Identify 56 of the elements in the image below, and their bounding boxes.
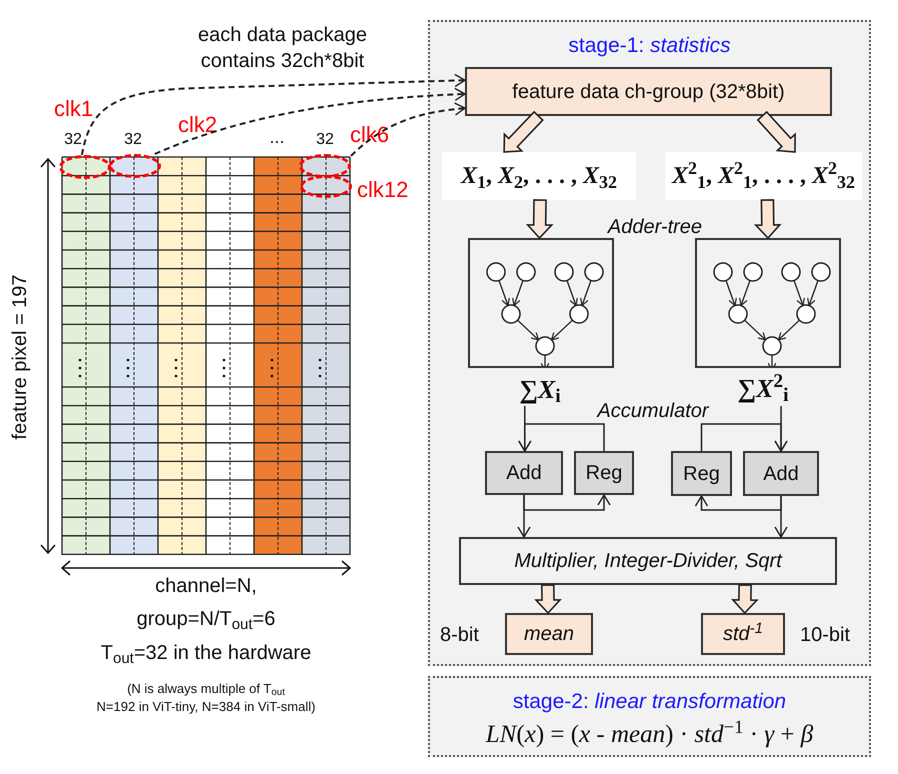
adder-tree-box [695,238,841,368]
arrow [523,494,611,511]
clock-label: clk12 [357,176,408,204]
arrow [518,406,532,452]
adder-block: Add [743,451,819,496]
dashed-arrow [80,74,466,156]
arrow [517,495,531,538]
dimension-label: group=N/T$_{out}$=6 [136,607,276,634]
ellipsis: ... [268,126,286,149]
register-block: Reg [574,451,634,495]
dimension-label: feature pixel = 197 [8,273,32,442]
channel-count: 32 [63,130,83,150]
block-arrow [526,199,554,240]
dashed-ellipse [109,154,161,178]
block-arrow [756,110,796,153]
arrow [694,495,782,511]
input-box: feature data ch-group (32*8bit) [465,67,832,116]
note-text: (N is always multiple of T$_{out}$ [126,680,286,698]
note-text: N=192 in ViT-tiny, N=384 in ViT-small) [96,698,316,716]
arrow [774,496,788,538]
dashed-arrow [350,102,466,157]
sum-formula: ∑X$_{i}$ [500,372,580,406]
formula-box: X$_{1}$, X$_{2}$, . . . , X$_{32}$ [442,152,636,200]
channel-count: 32 [315,130,335,150]
dashed-ellipse [59,155,111,179]
block-arrow [503,110,544,153]
dimension-label: channel=N, [154,574,258,599]
stage-title: stage-2: linear transformation [512,689,786,715]
compute-block: Multiplier, Integer-Divider, Sqrt [459,537,837,585]
clock-label: clk1 [54,95,94,123]
equation: LN(x) = (x - mean) · std$^{−1}$ · γ + β [486,716,814,750]
dashed-ellipse [299,154,351,178]
dashed-arrow [154,88,466,155]
block-arrow [754,199,782,240]
output-box: std$^{-1}$ [701,613,785,655]
channel-count: 32 [123,130,143,150]
adder-tree-box [468,238,614,368]
note-text: T$_{out}$=32 in the hardware [100,641,312,668]
dashed-ellipse [300,175,352,198]
block-label: Adder-tree [606,215,704,240]
block-arrow [534,584,562,614]
block-label: Accumulator [596,399,710,424]
stage-title: stage-1: statistics [568,33,731,59]
arrow [700,423,788,452]
register-block: Reg [671,451,732,496]
adder-block: Add [485,451,563,495]
bit-width-label: 8-bit [440,623,479,648]
stage-panel [428,676,871,757]
bit-width-label: 10-bit [800,623,850,648]
block-arrow [731,584,759,614]
clock-label: clk6 [350,121,390,149]
arrow [518,423,605,452]
clock-label: clk2 [178,111,218,139]
output-box: mean [505,613,593,655]
annotation-text: each data package contains 32ch*8bit [196,23,368,74]
stage-panel [428,20,871,666]
